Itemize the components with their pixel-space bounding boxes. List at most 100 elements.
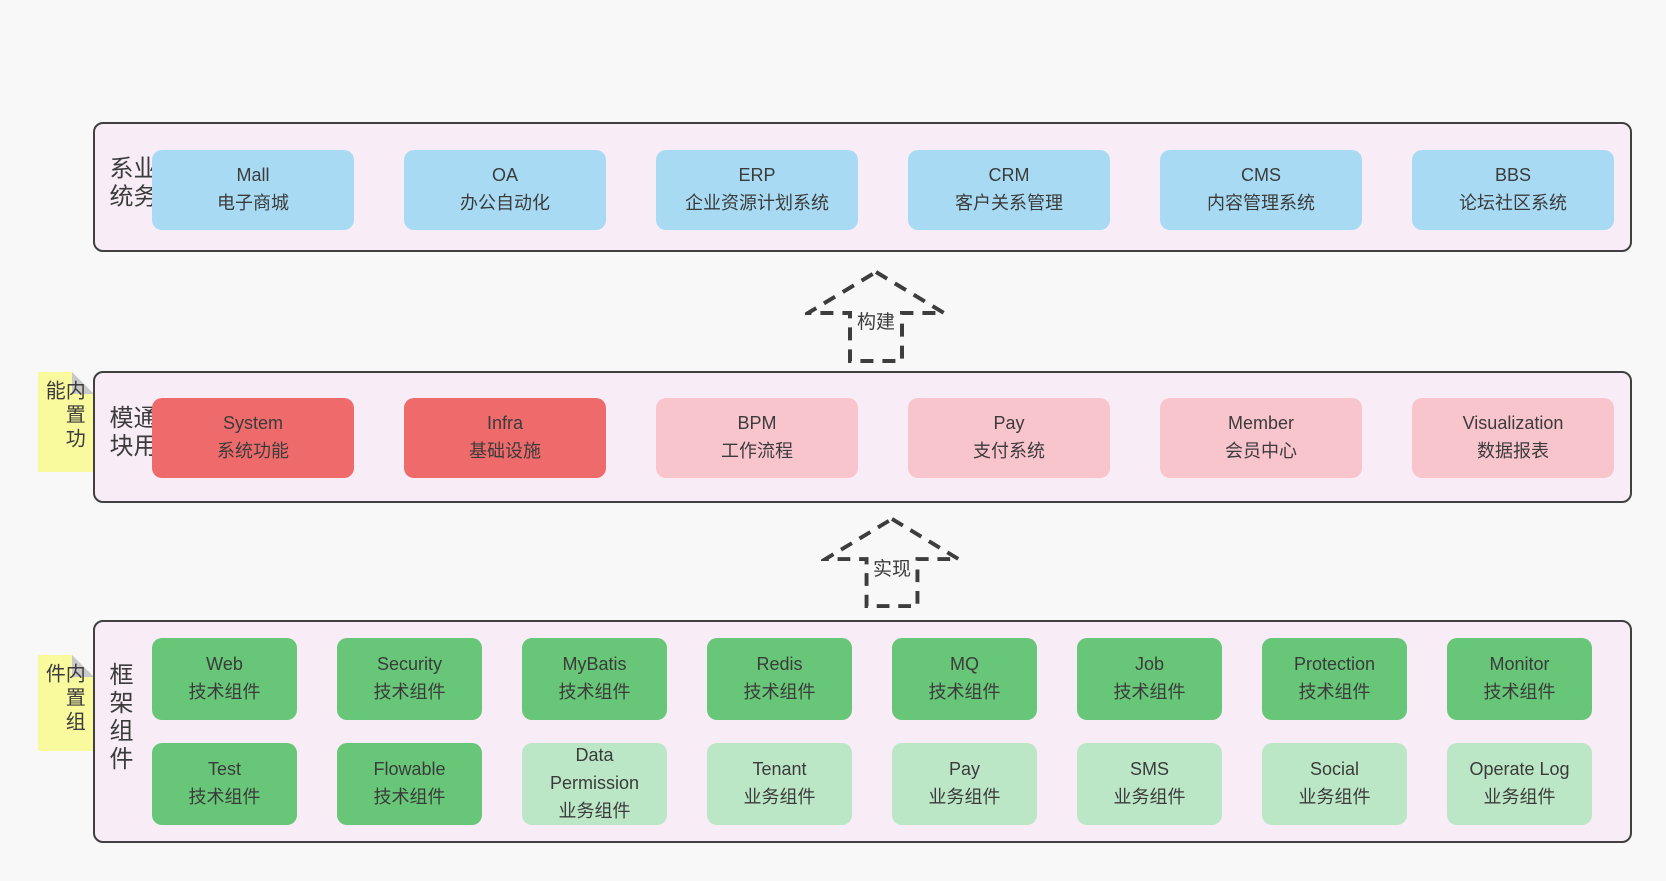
box-title: Tenant [752, 759, 807, 780]
box-title: SMS [1129, 759, 1169, 780]
folded-corner-icon [72, 655, 94, 677]
box-subtitle: 技术组件 [1298, 682, 1371, 702]
box-title: BBS [1494, 165, 1532, 186]
box-title: Operate Log [1469, 759, 1570, 780]
box-title: BPM [737, 413, 777, 434]
box-row: Mall 电子商城 OA 办公自动化 ERP 企业资源计划系统 CRM 客户关系… [152, 150, 1614, 230]
box-title: CMS [1241, 165, 1281, 186]
box-subtitle: 会员中心 [1225, 441, 1297, 461]
box-subtitle: 内容管理系统 [1207, 193, 1315, 213]
box-subtitle: 技术组件 [188, 787, 261, 807]
box-pay: Pay 支付系统 [908, 398, 1110, 478]
sticky-note-built-in-functions: 内置功能 [38, 372, 94, 472]
box-social: Social 业务组件 [1262, 743, 1407, 825]
box-title: Social [1309, 759, 1360, 780]
section-business-systems: 业务系统 Mall 电子商城 OA 办公自动化 ERP 企业资源计划系统 CRM… [93, 122, 1632, 252]
box-title: Member [1227, 413, 1294, 434]
box-subtitle: 系统功能 [217, 441, 289, 461]
box-title: Security [376, 654, 443, 675]
sticky-note-built-in-components: 内置组件 [38, 655, 94, 751]
box-mall: Mall 电子商城 [152, 150, 354, 230]
box-title: Web [206, 654, 243, 675]
box-subtitle: 技术组件 [1113, 682, 1186, 702]
box-subtitle: 办公自动化 [460, 193, 550, 213]
box-title: Test [207, 759, 241, 780]
box-monitor: Monitor 技术组件 [1447, 638, 1592, 720]
box-subtitle: 支付系统 [973, 441, 1045, 461]
folded-corner-icon [72, 372, 94, 394]
box-sms: SMS 业务组件 [1077, 743, 1222, 825]
sticky-note-label: 内置功能 [42, 380, 85, 452]
box-title: ERP [738, 165, 776, 186]
box-subtitle: 技术组件 [558, 682, 631, 702]
box-title: Protection [1293, 654, 1376, 675]
box-subtitle: 工作流程 [721, 441, 793, 461]
box-subtitle: 技术组件 [188, 682, 261, 702]
box-bbs: BBS 论坛社区系统 [1412, 150, 1614, 230]
box-subtitle: 业务组件 [743, 787, 816, 807]
box-mybatis: MyBatis 技术组件 [522, 638, 667, 720]
box-tenant: Tenant 业务组件 [707, 743, 852, 825]
box-subtitle: 客户关系管理 [955, 193, 1063, 213]
box-subtitle: 技术组件 [928, 682, 1001, 702]
box-visualization: Visualization 数据报表 [1412, 398, 1614, 478]
box-title: Infra [486, 413, 524, 434]
box-subtitle: 业务组件 [1483, 787, 1556, 807]
box-data-permission: Data Permission 业务组件 [522, 743, 667, 825]
box-title: MyBatis [562, 654, 627, 675]
section-framework-components: 框架组件 Web 技术组件 Security 技术组件 MyBatis 技术组件… [93, 620, 1632, 843]
box-title: Visualization [1462, 413, 1564, 434]
box-crm: CRM 客户关系管理 [908, 150, 1110, 230]
section-label: 通用模块 [105, 405, 156, 461]
box-oa: OA 办公自动化 [404, 150, 606, 230]
box-job: Job 技术组件 [1077, 638, 1222, 720]
section-label: 业务系统 [105, 155, 156, 212]
box-title: OA [491, 165, 518, 186]
box-title: Mall [236, 165, 270, 186]
box-infra: Infra 基础设施 [404, 398, 606, 478]
box-system: System 系统功能 [152, 398, 354, 478]
section-label: 框架组件 [105, 662, 132, 774]
box-member: Member 会员中心 [1160, 398, 1362, 478]
box-subtitle: 基础设施 [469, 441, 541, 461]
build-arrow: 构建 [805, 270, 947, 364]
implement-arrow: 实现 [821, 517, 963, 609]
box-web: Web 技术组件 [152, 638, 297, 720]
arrow-label: 构建 [853, 306, 899, 335]
arrow-label: 实现 [869, 553, 915, 582]
box-protection: Protection 技术组件 [1262, 638, 1407, 720]
box-title: Monitor [1489, 654, 1550, 675]
box-test: Test 技术组件 [152, 743, 297, 825]
box-subtitle: 技术组件 [1483, 682, 1556, 702]
box-subtitle: 论坛社区系统 [1459, 193, 1567, 213]
box-mq: MQ 技术组件 [892, 638, 1037, 720]
box-title: Data Permission [549, 745, 640, 794]
box-redis: Redis 技术组件 [707, 638, 852, 720]
box-subtitle: 业务组件 [558, 800, 631, 821]
box-title: System [222, 413, 283, 434]
box-title: Job [1134, 654, 1165, 675]
box-title: CRM [988, 165, 1030, 186]
box-subtitle: 技术组件 [373, 787, 446, 807]
box-title: Pay [993, 413, 1025, 434]
section-common-modules: 通用模块 System 系统功能 Infra 基础设施 BPM 工作流程 Pay… [93, 371, 1632, 503]
box-operate-log: Operate Log 业务组件 [1447, 743, 1592, 825]
box-subtitle: 业务组件 [1113, 787, 1186, 807]
box-row: Test 技术组件 Flowable 技术组件 Data Permission … [152, 743, 1592, 825]
box-row: System 系统功能 Infra 基础设施 BPM 工作流程 Pay 支付系统… [152, 398, 1614, 478]
box-title: Redis [756, 654, 803, 675]
box-security: Security 技术组件 [337, 638, 482, 720]
box-flowable: Flowable 技术组件 [337, 743, 482, 825]
box-subtitle: 数据报表 [1477, 441, 1549, 461]
box-subtitle: 业务组件 [928, 787, 1001, 807]
box-subtitle: 电子商城 [217, 193, 289, 213]
box-bpm: BPM 工作流程 [656, 398, 858, 478]
box-title: Pay [948, 759, 981, 780]
box-subtitle: 技术组件 [743, 682, 816, 702]
box-pay-biz: Pay 业务组件 [892, 743, 1037, 825]
box-subtitle: 企业资源计划系统 [685, 193, 829, 213]
sticky-note-label: 内置组件 [42, 663, 85, 735]
box-title: Flowable [373, 759, 446, 780]
box-cms: CMS 内容管理系统 [1160, 150, 1362, 230]
